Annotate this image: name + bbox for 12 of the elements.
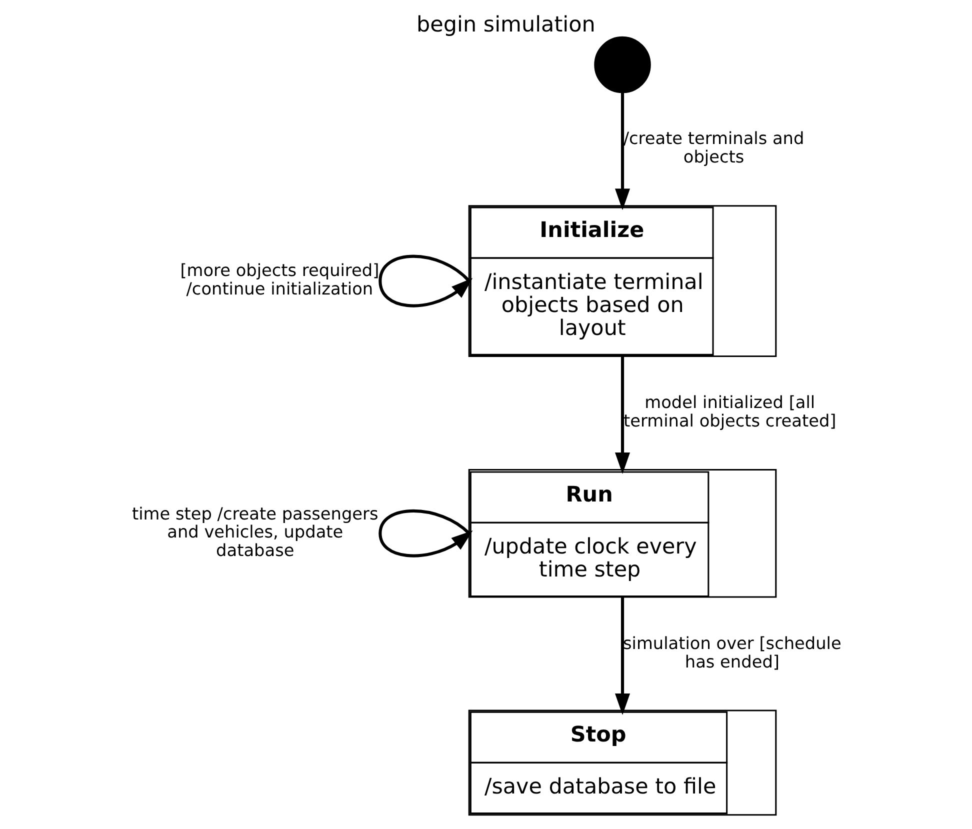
edge-label: [more objects required] /continue initialization: [180, 260, 380, 299]
arrow: [378, 254, 473, 308]
edge-label: time step /create passengers and vehicles, update database: [132, 503, 378, 560]
node-label: begin simulation: [416, 12, 596, 38]
arrow: [614, 356, 630, 474]
edge-label: /create terminals and objects: [623, 128, 804, 167]
arrow: [614, 92, 630, 210]
edge-label: simulation over [schedule has ended]: [623, 632, 842, 672]
arrow: [378, 509, 473, 558]
edge-label: model initialized [all terminal objects created]: [624, 392, 836, 430]
arrow: [614, 597, 630, 716]
node-circle: [594, 36, 651, 94]
